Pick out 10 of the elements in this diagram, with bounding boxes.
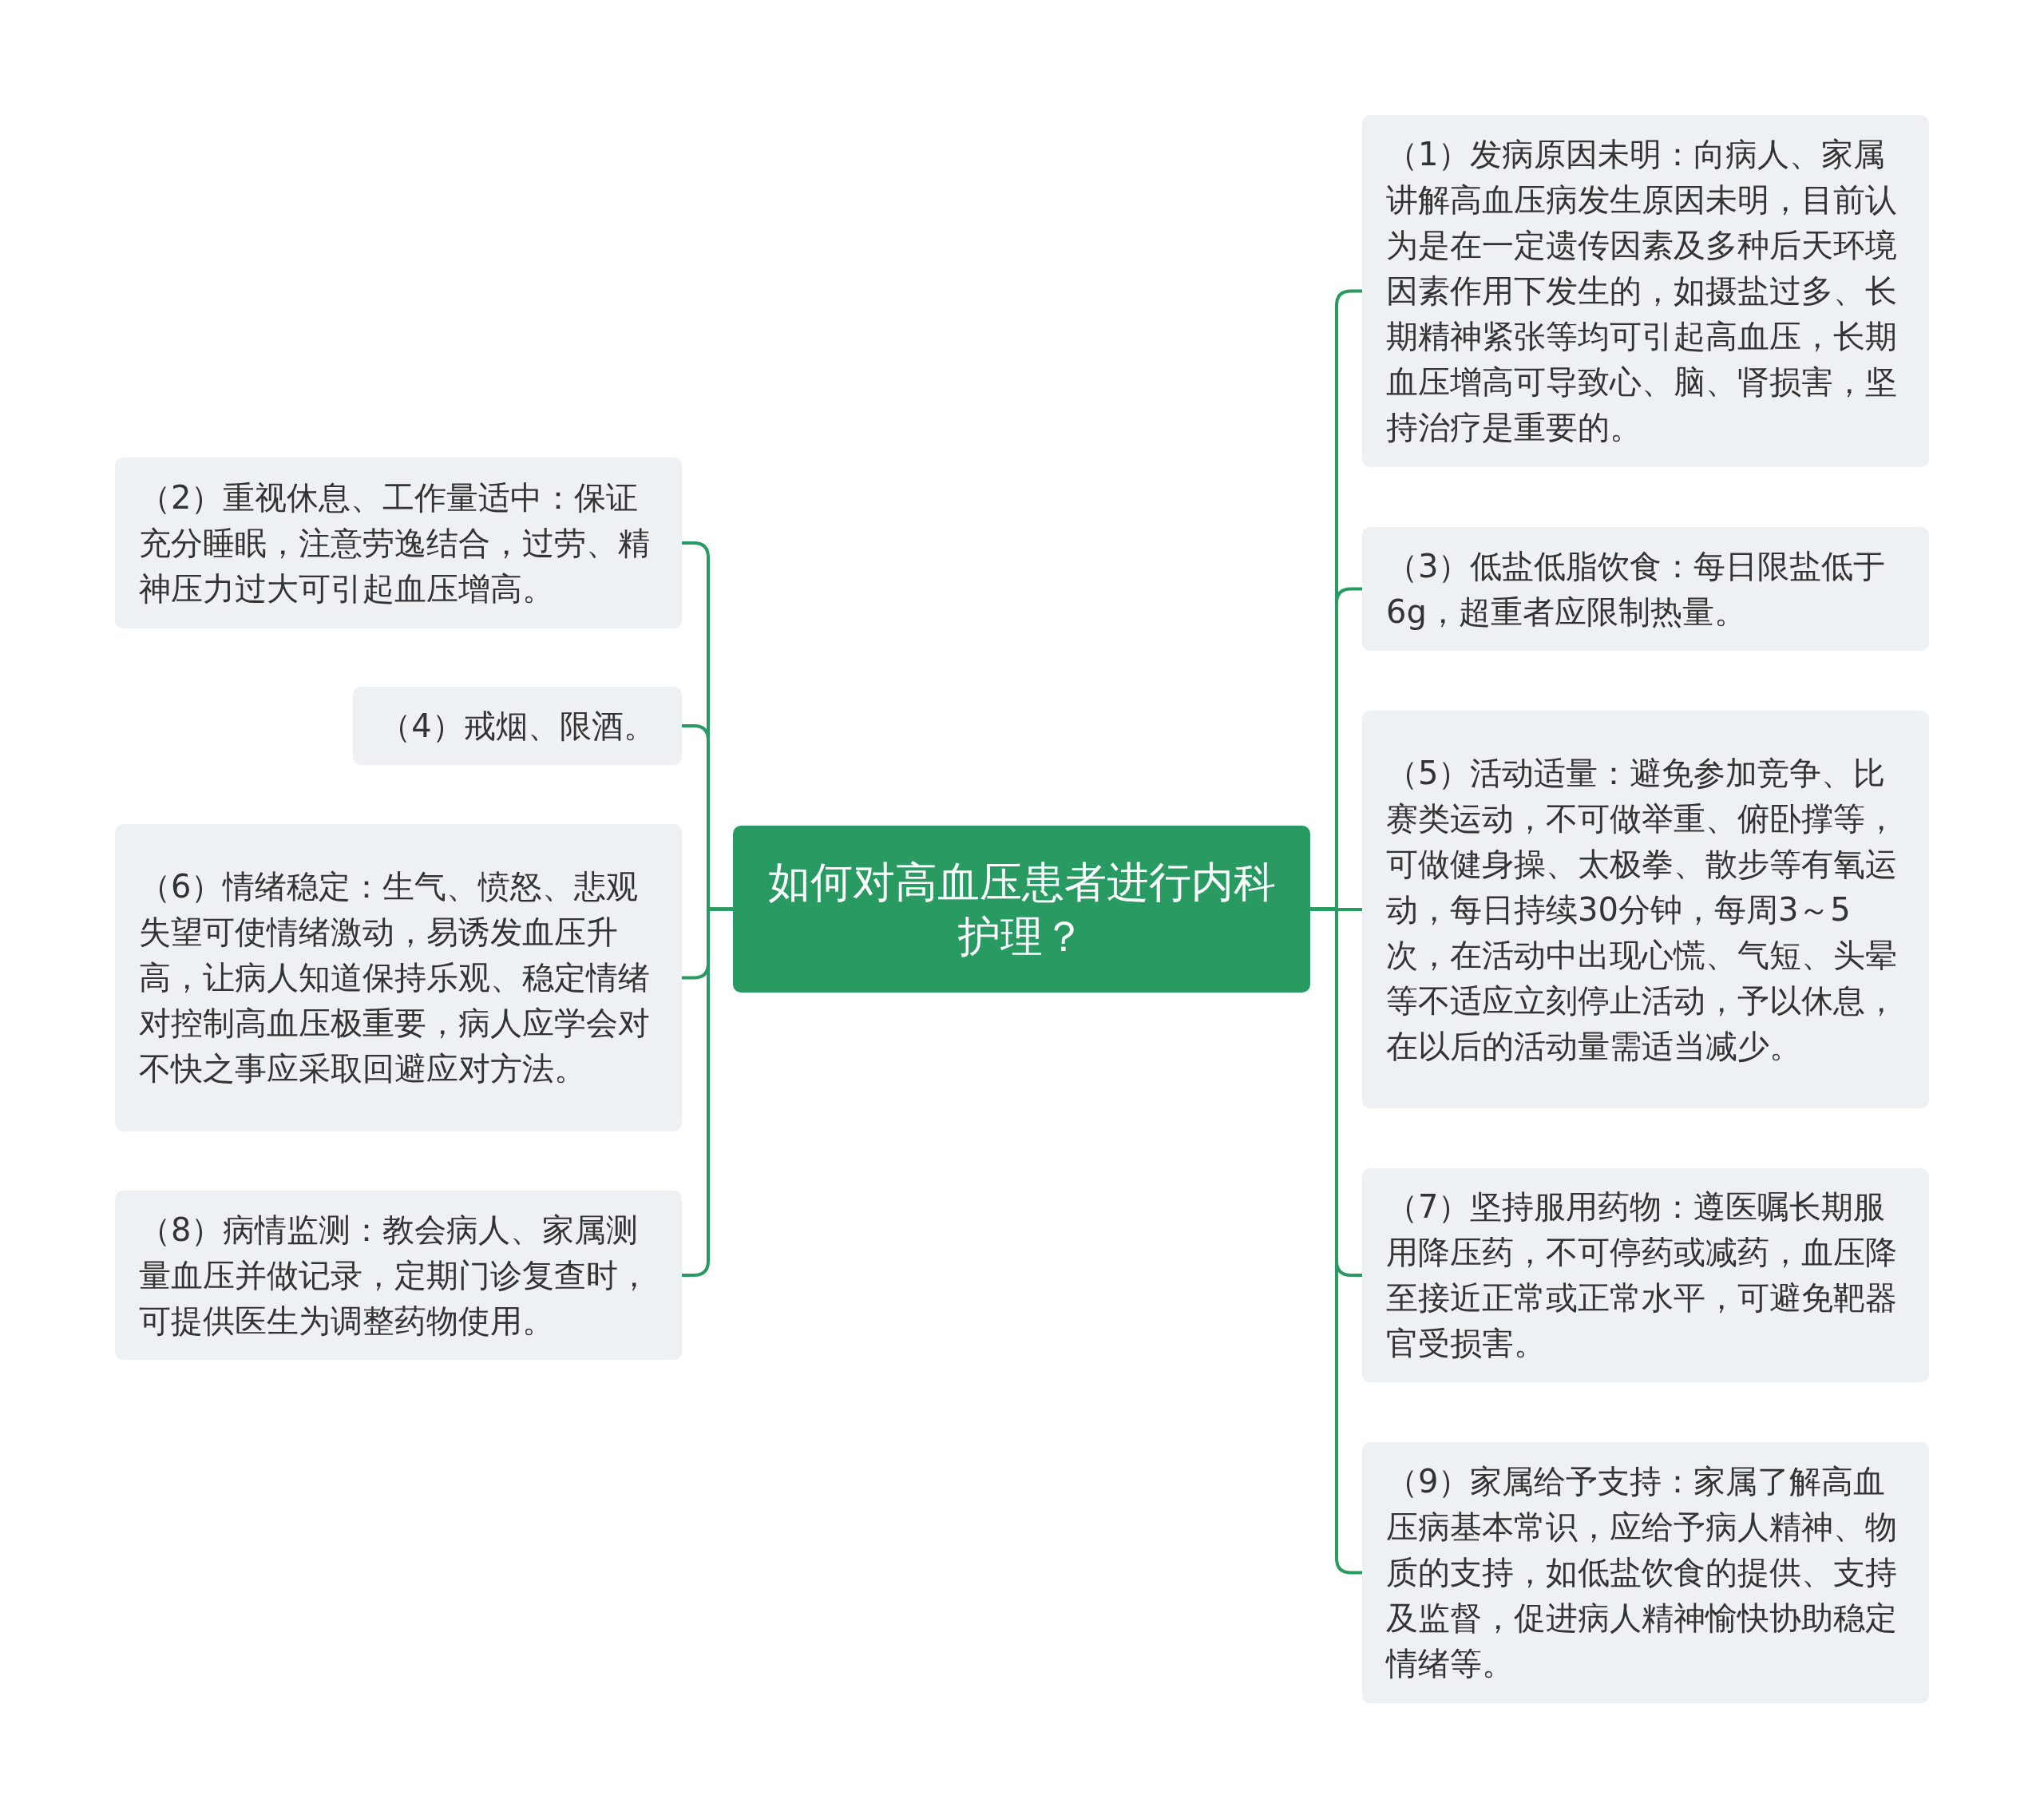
topic-box: （9）家属给予支持：家属了解高血压病基本常识，应给予病人精神、物质的支持，如低盐饮食的提供、支持及监督，促进病人精神愉快协助稳定情绪等。 <box>1362 1442 1929 1703</box>
topic-box: （7）坚持服用药物：遵医嘱长期服用降压药，不可停药或减药，血压降至接近正常或正常水平，可避免靶器官受损害。 <box>1362 1168 1929 1382</box>
topic-box: （6）情绪稳定：生气、愤怒、悲观失望可使情绪激动，易诱发血压升高，让病人知道保持乐观、稳定情绪对控制高血压极重要，病人应学会对不快之事应采取回避应对方法。 <box>115 824 682 1131</box>
topic-box: （1）发病原因未明：向病人、家属讲解高血压病发生原因未明，目前认为是在一定遗传因素及多种后天环境因素作用下发生的，如摄盐过多、长期精神紧张等均可引起高血压，长期血压增高可导致心、脑、肾损害，坚持治疗是重要的。 <box>1362 115 1929 467</box>
topic-box: （8）病情监测：教会病人、家属测量血压并做记录，定期门诊复查时，可提供医生为调整药物使用。 <box>115 1191 682 1360</box>
topic-box: （3）低盐低脂饮食：每日限盐低于6g，超重者应限制热量。 <box>1362 527 1929 651</box>
topic-box: （4）戒烟、限酒。 <box>353 687 682 765</box>
topic-box: （5）活动适量：避免参加竞争、比赛类运动，不可做举重、俯卧撑等，可做健身操、太极拳、散步等有氧运动，每日持续30分钟，每周3～5次，在活动中出现心慌、气短、头晕等不适应立刻停止活动，予以休息，在以后的活动量需适当减少。 <box>1362 711 1929 1108</box>
central-topic: 如何对高血压患者进行内科护理？ <box>733 826 1310 993</box>
topic-box: （2）重视休息、工作量适中：保证充分睡眠，注意劳逸结合，过劳、精神压力过大可引起血压增高。 <box>115 458 682 628</box>
